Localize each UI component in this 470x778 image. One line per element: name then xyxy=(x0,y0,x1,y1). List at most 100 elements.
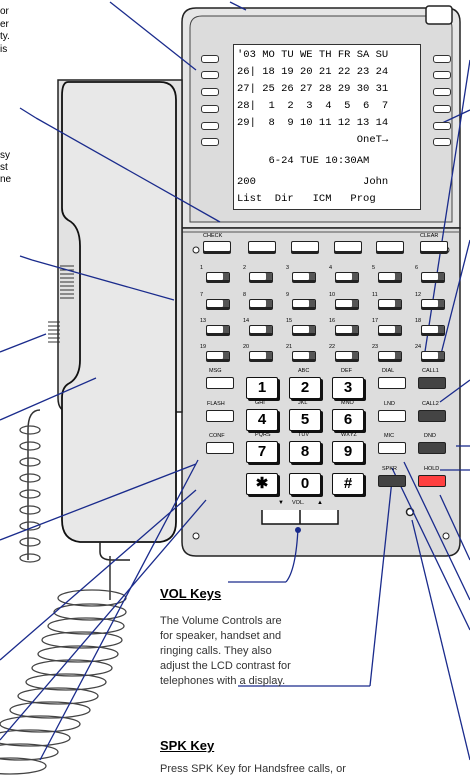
conf-button[interactable] xyxy=(206,442,234,454)
line-key-number: 15 xyxy=(286,318,293,324)
line-key-number: 12 xyxy=(415,292,422,298)
clear-label: CLEAR xyxy=(420,233,439,239)
lcd-left-key-4[interactable] xyxy=(201,105,219,113)
line-key-button[interactable] xyxy=(206,272,230,281)
lnd-button[interactable] xyxy=(378,410,406,422)
vol-up-arrow[interactable]: ▲ xyxy=(317,500,323,506)
line-key-button[interactable] xyxy=(335,325,359,334)
dialpad-letters: MNO xyxy=(341,400,354,406)
line-key-number: 21 xyxy=(286,344,293,350)
line-key-number: 17 xyxy=(372,318,379,324)
call1-button[interactable] xyxy=(418,377,446,389)
line-key-number: 7 xyxy=(200,292,204,298)
line-key-button[interactable] xyxy=(206,299,230,308)
line-key-number: 23 xyxy=(372,344,379,350)
lcd-row: 29| 8 9 10 11 12 13 14 xyxy=(237,117,389,129)
vol-desc-line: adjust the LCD contrast for xyxy=(160,660,291,672)
feature-button-4[interactable] xyxy=(376,241,404,252)
feature-button-3[interactable] xyxy=(334,241,362,252)
msg-label: MSG xyxy=(209,368,222,374)
dialpad-letters: JKL xyxy=(298,400,308,406)
mic-button[interactable] xyxy=(378,442,406,454)
line-key-button[interactable] xyxy=(206,325,230,334)
line-key-button[interactable] xyxy=(421,325,445,334)
dial-button[interactable] xyxy=(378,377,406,389)
line-key-number: 10 xyxy=(329,292,336,298)
dialpad-letters: WXYZ xyxy=(341,432,357,438)
line-key-button[interactable] xyxy=(292,299,316,308)
line-key-button[interactable] xyxy=(335,299,359,308)
spk-key-title: SPK Key xyxy=(160,738,215,753)
line-key-number: 9 xyxy=(286,292,290,298)
line-key-button[interactable] xyxy=(421,299,445,308)
lcd-left-key-3[interactable] xyxy=(201,88,219,96)
top-tab xyxy=(425,5,453,25)
lcd-left-key-6[interactable] xyxy=(201,138,219,146)
left-text-2-line-3: ne xyxy=(0,174,12,185)
left-text-2-line-1: sy xyxy=(0,150,10,161)
dnd-button[interactable] xyxy=(418,442,446,454)
flash-button[interactable] xyxy=(206,410,234,422)
line-key-button[interactable] xyxy=(421,351,445,360)
line-key-button[interactable] xyxy=(249,272,273,281)
feature-button-1[interactable] xyxy=(248,241,276,252)
lnd-label: LND xyxy=(384,401,396,407)
hold-button[interactable] xyxy=(418,475,446,487)
vol-label: VOL. xyxy=(292,500,305,506)
line-key-button[interactable] xyxy=(335,351,359,360)
line-key-button[interactable] xyxy=(249,299,273,308)
conf-label: CONF xyxy=(209,433,225,439)
line-key-number: 20 xyxy=(243,344,250,350)
line-key-number: 6 xyxy=(415,265,419,271)
line-key-number: 16 xyxy=(329,318,336,324)
lcd-left-key-5[interactable] xyxy=(201,122,219,130)
dialpad-key[interactable]: 1 xyxy=(246,377,278,399)
line-key-button[interactable] xyxy=(378,325,402,334)
dialpad-key[interactable]: 7 xyxy=(246,441,278,463)
dialpad-key[interactable]: 3 xyxy=(332,377,364,399)
dialpad-key[interactable]: 5 xyxy=(289,409,321,431)
line-key-button[interactable] xyxy=(206,351,230,360)
line-key-button[interactable] xyxy=(292,351,316,360)
line-key-button[interactable] xyxy=(292,325,316,334)
left-text-1-line-4: is xyxy=(0,44,8,55)
msg-button[interactable] xyxy=(206,377,234,389)
left-text-1-line-2: er xyxy=(0,19,9,30)
feature-button-2[interactable] xyxy=(291,241,319,252)
dialpad-key[interactable]: 4 xyxy=(246,409,278,431)
line-key-number: 14 xyxy=(243,318,250,324)
check-button[interactable] xyxy=(203,241,231,252)
vol-down-arrow[interactable]: ▼ xyxy=(278,500,284,506)
line-key-button[interactable] xyxy=(292,272,316,281)
line-key-button[interactable] xyxy=(249,351,273,360)
dialpad-key[interactable]: 0 xyxy=(289,473,321,495)
lcd-left-key-2[interactable] xyxy=(201,71,219,79)
spkr-button[interactable] xyxy=(378,475,406,487)
lcd-left-key-1[interactable] xyxy=(201,55,219,63)
line-key-button[interactable] xyxy=(378,351,402,360)
line-key-button[interactable] xyxy=(378,272,402,281)
lcd-right-key-5[interactable] xyxy=(433,122,451,130)
dialpad-key[interactable]: 6 xyxy=(332,409,364,431)
lcd-right-key-6[interactable] xyxy=(433,138,451,146)
line-key-button[interactable] xyxy=(378,299,402,308)
lcd-right-key-2[interactable] xyxy=(433,71,451,79)
lcd-right-key-1[interactable] xyxy=(433,55,451,63)
dialpad-key[interactable]: 8 xyxy=(289,441,321,463)
dial-label: DIAL xyxy=(382,368,395,374)
dialpad-key[interactable]: 9 xyxy=(332,441,364,463)
dialpad-key[interactable]: ✱ xyxy=(246,473,278,495)
clear-button[interactable] xyxy=(420,241,448,252)
lcd-row: 27| 25 26 27 28 29 30 31 xyxy=(237,83,389,95)
call2-button[interactable] xyxy=(418,410,446,422)
flash-label: FLASH xyxy=(207,401,225,407)
lcd-right-key-3[interactable] xyxy=(433,88,451,96)
check-label: CHECK xyxy=(203,233,223,239)
dialpad-key[interactable]: # xyxy=(332,473,364,495)
dialpad-key[interactable]: 2 xyxy=(289,377,321,399)
lcd-right-key-4[interactable] xyxy=(433,105,451,113)
lcd-row: 28| 1 2 3 4 5 6 7 xyxy=(237,100,389,112)
line-key-button[interactable] xyxy=(249,325,273,334)
line-key-button[interactable] xyxy=(335,272,359,281)
line-key-button[interactable] xyxy=(421,272,445,281)
